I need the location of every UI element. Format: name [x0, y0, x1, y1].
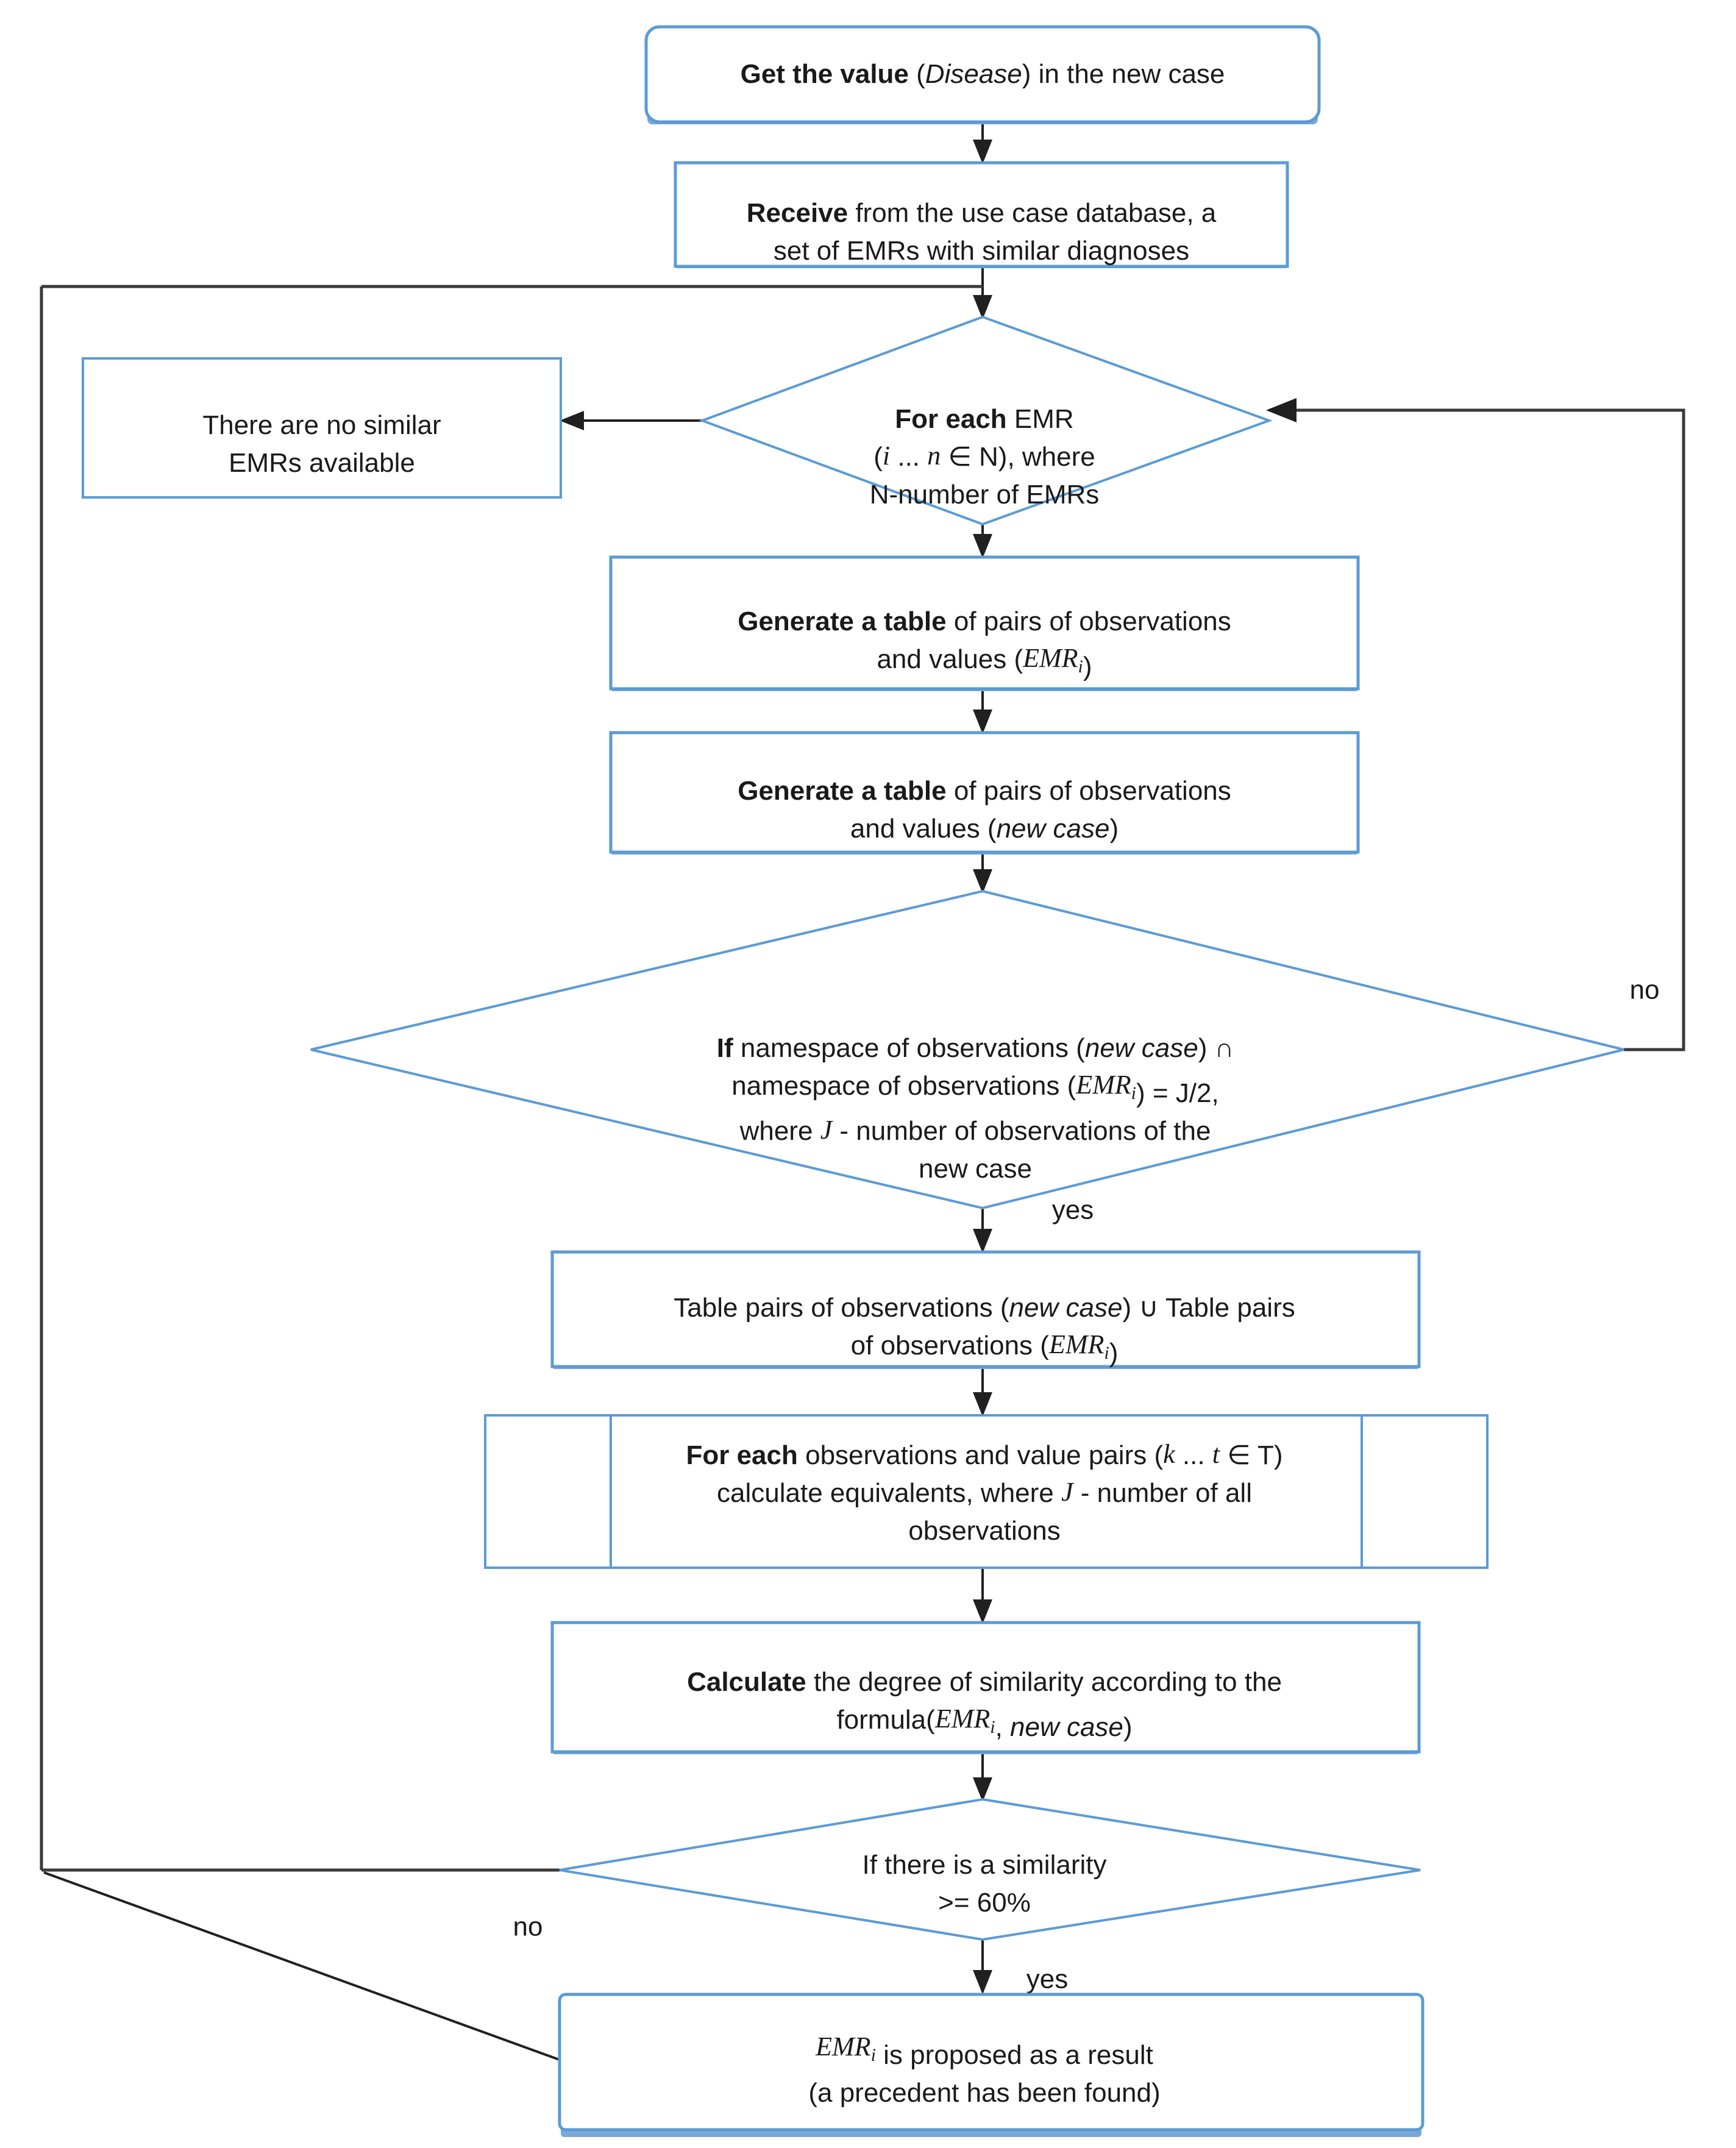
node-result-box [558, 1993, 1425, 2132]
connector-layer [40, 122, 1685, 2061]
edge-label-similarity-yes: yes [1026, 1965, 1068, 1994]
node-no-similar-emrs-box [82, 357, 562, 499]
node-generate-table-emr-box [609, 555, 1360, 691]
node-calculate-similarity[interactable]: Calculate the degree of similarity accor… [550, 1621, 1421, 1754]
node-union-tables-label: Table pairs of observations (new case) ∪… [674, 1293, 1295, 1368]
node-generate-table-emr-label: Generate a table of pairs of observation… [738, 606, 1231, 681]
node-union-tables[interactable]: Table pairs of observations (new case) ∪… [550, 1250, 1421, 1369]
node-namespace-check-label: If namespace of observations (new case) … [717, 1033, 1234, 1184]
edge-diagonal-to-result [43, 1871, 561, 2061]
node-generate-table-new-case-box [609, 731, 1360, 854]
node-generate-table-new-case[interactable]: Generate a table of pairs of observation… [609, 731, 1360, 855]
node-result[interactable]: EMRi is proposed as a result(a precedent… [558, 1993, 1425, 2137]
node-get-value-label: Get the value (Disease) in the new case [741, 59, 1225, 89]
node-namespace-check[interactable]: If namespace of observations (new case) … [310, 889, 1624, 1210]
edge-label-namespace-yes: yes [1052, 1195, 1094, 1225]
node-union-tables-box [550, 1250, 1421, 1368]
node-for-each-emr-diamond [699, 315, 1273, 526]
node-for-each-pairs[interactable]: For each observations and value pairs (k… [484, 1414, 1489, 1569]
node-calculate-similarity-label: Calculate the degree of similarity accor… [687, 1667, 1282, 1742]
node-get-value-box [644, 25, 1321, 124]
node-generate-table-emr[interactable]: Generate a table of pairs of observation… [609, 555, 1360, 691]
node-calculate-similarity-box [550, 1621, 1421, 1754]
edge-label-namespace-no: no [1630, 975, 1660, 1005]
node-result-label: EMRi is proposed as a result(a precedent… [808, 2032, 1160, 2108]
node-for-each-pairs-label: For each observations and value pairs (k… [686, 1439, 1282, 1546]
node-receive-box [674, 161, 1289, 268]
edge-namespace-no-loopback [1266, 398, 1685, 1051]
node-generate-table-new-case-label: Generate a table of pairs of observation… [738, 776, 1231, 844]
edge-label-similarity-no: no [513, 1912, 543, 1942]
node-get-value[interactable]: Get the value (Disease) in the new case [644, 25, 1321, 124]
node-similarity-check[interactable]: If there is a similarity>= 60% [559, 1798, 1421, 1941]
node-similarity-check-diamond [559, 1798, 1421, 1941]
node-for-each-pairs-box [484, 1414, 1489, 1569]
node-similarity-check-label: If there is a similarity>= 60% [863, 1850, 1107, 1918]
node-namespace-check-diamond [310, 889, 1624, 1210]
